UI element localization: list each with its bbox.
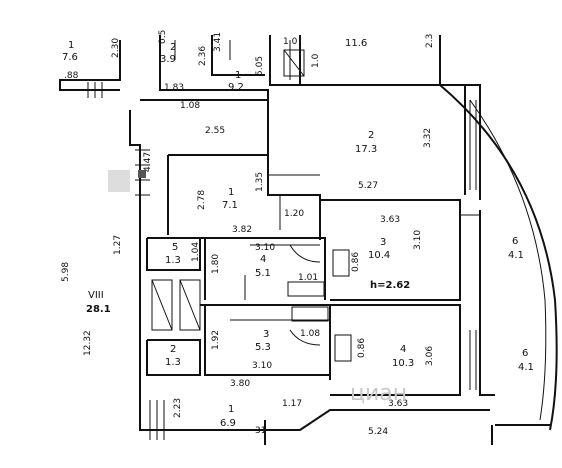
dimension: 12.32 — [83, 330, 93, 356]
dimension: 3.63 — [380, 215, 400, 225]
room-area: 5.3 — [255, 342, 271, 353]
room-area: 5.1 — [255, 268, 271, 279]
room-num: 2 — [368, 130, 374, 141]
partitions — [174, 40, 480, 321]
dimension: 5.05 — [255, 56, 265, 76]
room-num: 4 — [260, 254, 266, 265]
room-num: 3 — [263, 329, 269, 340]
room-num: 1 — [228, 187, 234, 198]
dimension: 1.83 — [164, 83, 184, 93]
dimension: .88 — [64, 71, 79, 81]
dimension: 1.17 — [282, 399, 302, 409]
room-num: 2 — [170, 344, 176, 355]
walls — [59, 35, 550, 445]
room-num: 5 — [172, 242, 178, 253]
dimension: 1.92 — [211, 330, 221, 350]
dimension: 1.08 — [300, 329, 320, 339]
room-num: 3 — [380, 237, 386, 248]
room-num: 1 — [235, 70, 241, 81]
curved-facade — [439, 84, 558, 431]
dimension: 2.36 — [198, 46, 208, 66]
room-area: 28.1 — [86, 304, 111, 315]
room-num: 4 — [400, 344, 406, 355]
room-area: 4.1 — [518, 362, 534, 373]
dimension: 0.86 — [357, 338, 367, 358]
dimension: 3.10 — [413, 230, 423, 250]
dimension: 3.06 — [425, 346, 435, 366]
room-num: 6 — [522, 348, 528, 359]
dimension: 3.10 — [252, 361, 272, 371]
room-num: 6 — [512, 236, 518, 247]
dimension: 2.78 — [197, 190, 207, 210]
dimension: 3.82 — [232, 225, 252, 235]
room-area: 6.9 — [220, 418, 236, 429]
dimension: 3.32 — [423, 128, 433, 148]
dimension: 2.3 — [425, 34, 435, 48]
dimension: 3.63 — [388, 399, 408, 409]
dimension: 5.24 — [368, 427, 388, 437]
dimension: 1.08 — [180, 101, 200, 111]
room-area: 3.9 — [160, 54, 176, 65]
hatch-marks — [87, 49, 477, 440]
dimension: 1.80 — [211, 254, 221, 274]
dimension: 2.55 — [205, 126, 225, 136]
room-area: 10.3 — [392, 358, 414, 369]
watermark: циан — [350, 381, 407, 406]
dimension: 3.10 — [255, 243, 275, 253]
room-area: 4.1 — [508, 250, 524, 261]
dimension: 4.47 — [143, 152, 153, 172]
dimension: 2.30 — [111, 38, 121, 58]
dimension: 1.04 — [191, 242, 201, 262]
room-num: 2 — [170, 42, 176, 53]
ceiling-height-label: h=2.62 — [370, 280, 410, 291]
dimension: 5.27 — [358, 181, 378, 191]
room-num: VIII — [88, 290, 104, 301]
dimension: 1.35 — [255, 172, 265, 192]
room-area: 7.1 — [222, 200, 238, 211]
dimension: 1.01 — [298, 273, 318, 283]
dimension: 2.23 — [173, 398, 183, 418]
dimension: 3.80 — [230, 379, 250, 389]
dimension: 3.41 — [213, 32, 223, 52]
dimension: 0.5 — [158, 30, 168, 44]
room-area: 1.3 — [165, 357, 181, 368]
room-area: 7.6 — [62, 52, 78, 63]
dimension: 1.20 — [284, 209, 304, 219]
room-area: 11.6 — [345, 38, 367, 49]
room-area: 1.3 — [165, 255, 181, 266]
dimension: 0.86 — [351, 252, 361, 272]
dimension: 1.0 — [311, 53, 321, 68]
room-labels: 1 7.6 2 3.9 1 9.2 11.6 2 17.3 1 7.1 3 10… — [62, 38, 534, 429]
dimension-labels: 2.30 0.5 2.36 3.41 5.05 1.0 1.0 2.3 .88 … — [61, 30, 435, 437]
dimension: 1.0 — [283, 37, 298, 47]
room-area: 9.2 — [228, 82, 244, 93]
room-area: 10.4 — [368, 250, 390, 261]
dimension: 31 — [255, 426, 266, 436]
room-area: 17.3 — [355, 144, 377, 155]
dimension: 5.98 — [61, 262, 71, 282]
room-num: 1 — [228, 404, 234, 415]
room-num: 1 — [68, 40, 74, 51]
dimension: 1.27 — [113, 235, 123, 255]
